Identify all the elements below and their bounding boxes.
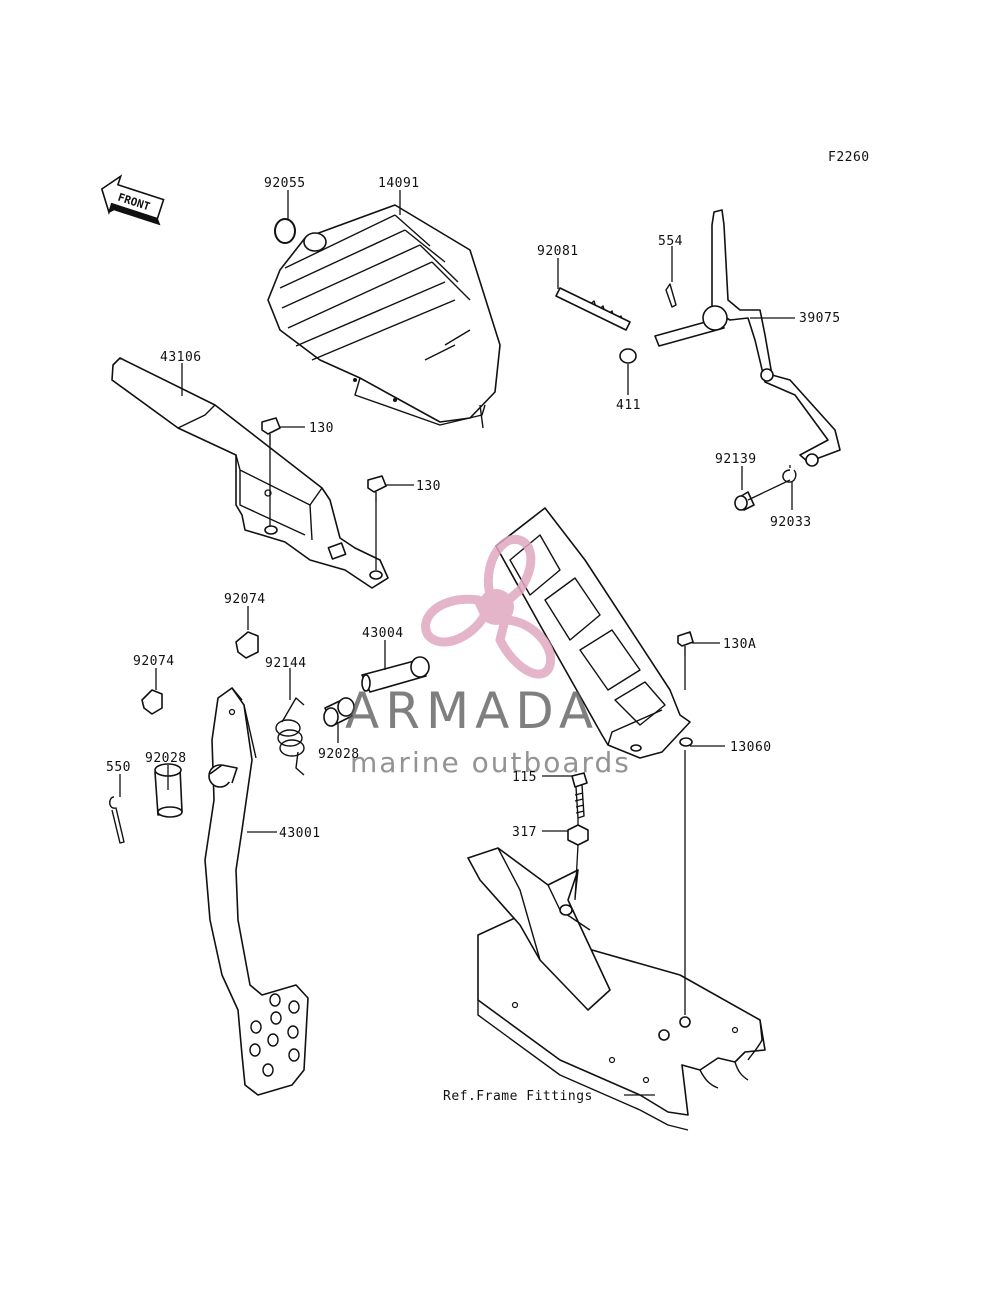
part-label[interactable]: 92028 [145, 751, 187, 766]
frame-fittings [467, 847, 766, 1131]
shaft-part-39075 [654, 209, 841, 467]
nut-317 [567, 824, 589, 846]
part-label[interactable]: 13060 [730, 740, 772, 755]
bolt-130-lower [367, 475, 387, 502]
leader-lines [119, 190, 795, 1096]
part-label[interactable]: 92144 [265, 656, 307, 671]
bolt-130A [677, 631, 694, 656]
hand-lever-part-43106 [111, 357, 389, 589]
part-label[interactable]: 317 [512, 825, 537, 840]
cap-92074-lower [141, 689, 163, 715]
part-label[interactable]: 92139 [715, 452, 757, 467]
part-label[interactable]: 43001 [279, 826, 321, 841]
reference-note: Ref.Frame Fittings [443, 1089, 593, 1104]
bolt-115 [571, 772, 588, 819]
watermark-brand: ARMADA [345, 682, 599, 740]
part-labels: 92055 14091 92081 554 39075 411 43106 13… [106, 176, 841, 1104]
part-label[interactable]: 92033 [770, 515, 812, 530]
part-label[interactable]: 115 [512, 770, 537, 785]
part-label[interactable]: 554 [658, 234, 683, 249]
bolt-130-upper [261, 417, 281, 445]
front-direction-arrow-icon: FRONT [100, 174, 165, 226]
brake-pedal-arm-43001 [204, 687, 309, 1096]
part-label[interactable]: 411 [616, 398, 641, 413]
part-label[interactable]: 14091 [378, 176, 420, 191]
part-label[interactable]: 43106 [160, 350, 202, 365]
o-ring-92055 [274, 218, 296, 244]
part-label[interactable]: 92081 [537, 244, 579, 259]
pivot-pin-43004 [361, 656, 430, 693]
part-label[interactable]: 130 [416, 479, 441, 494]
part-label[interactable]: 43004 [362, 626, 404, 641]
boot-part-14091 [267, 204, 501, 429]
part-label[interactable]: 130 [309, 421, 334, 436]
figure-code: F2260 [828, 150, 870, 165]
part-label[interactable]: 92055 [264, 176, 306, 191]
propeller-logo-icon [421, 534, 556, 679]
bushing-92028-right [323, 697, 355, 727]
cap-92074-upper [235, 631, 259, 659]
washer-411 [619, 348, 637, 364]
watermark-tagline: marine outboards [350, 746, 631, 779]
part-label[interactable]: 130A [723, 637, 756, 652]
part-label[interactable]: 92074 [224, 592, 266, 607]
spring-part-92081 [555, 287, 631, 331]
part-label[interactable]: 39075 [799, 311, 841, 326]
cotter-pin-550 [109, 796, 125, 844]
part-label[interactable]: 92074 [133, 654, 175, 669]
pedal-cover-plate [495, 507, 693, 759]
cotter-pin-554 [665, 283, 677, 308]
snap-ring-92033 [782, 469, 797, 483]
part-label[interactable]: 92028 [318, 747, 360, 762]
torsion-spring-92144 [275, 697, 305, 776]
part-label[interactable]: 550 [106, 760, 131, 775]
armada-watermark: ARMADA marine outboards [345, 534, 631, 779]
collar-92139 [734, 491, 755, 511]
